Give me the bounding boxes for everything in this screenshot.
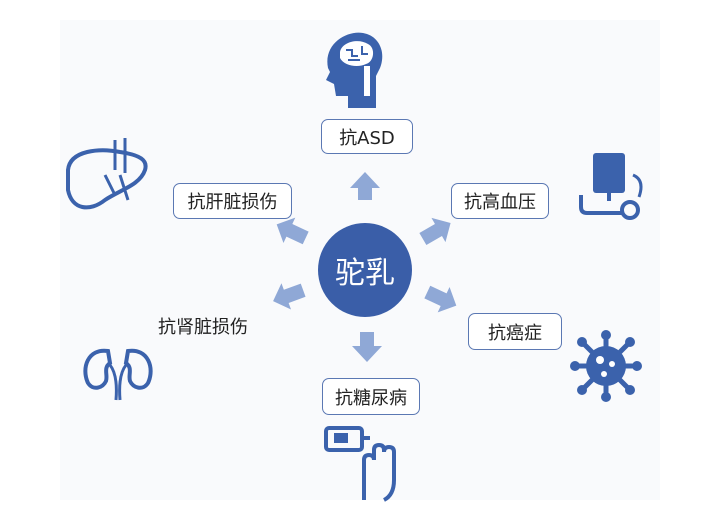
effect-anti-cancer: 抗癌症 bbox=[468, 313, 562, 350]
effect-anti-asd: 抗ASD bbox=[321, 119, 413, 154]
effect-anti-hypertension: 抗高血压 bbox=[451, 183, 549, 219]
arrow-up bbox=[350, 172, 380, 200]
effect-anti-diabetes: 抗糖尿病 bbox=[322, 378, 420, 415]
blood-pressure-monitor-icon bbox=[579, 153, 643, 220]
arrow-down-left bbox=[273, 283, 306, 310]
arrow-down bbox=[352, 332, 382, 362]
arrow-down-right bbox=[424, 285, 457, 313]
kidneys-icon bbox=[83, 348, 153, 401]
effect-anti-kidney-injury: 抗肾脏损伤 bbox=[158, 317, 248, 338]
virus-cell-icon bbox=[570, 330, 642, 402]
brain-head-icon bbox=[326, 32, 383, 108]
center-node: 驼乳 bbox=[318, 223, 412, 317]
glucose-meter-icon bbox=[324, 426, 396, 502]
effect-anti-liver-injury: 抗肝脏损伤 bbox=[173, 183, 292, 219]
liver-icon bbox=[66, 138, 148, 210]
arrow-up-left bbox=[276, 217, 309, 245]
arrow-up-right bbox=[419, 217, 451, 246]
